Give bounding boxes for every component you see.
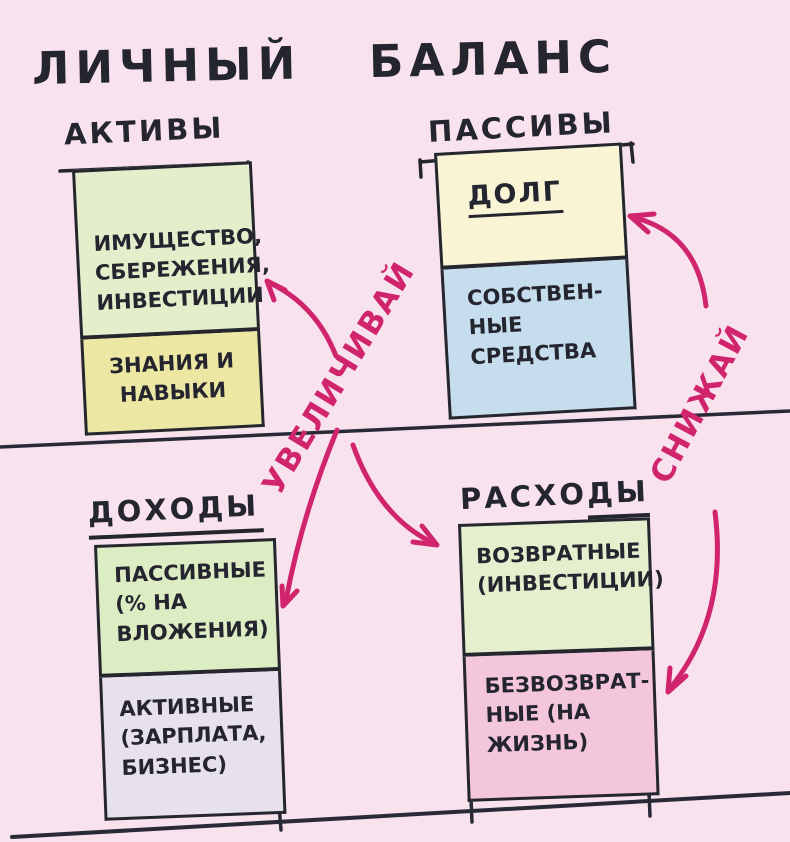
- liabilities-box-debt: ДОЛГ: [434, 142, 629, 270]
- assets-column: ИМУЩЕСТВО, СБЕРЕЖЕНИЯ, ИНВЕСТИЦИИ ЗНАНИЯ…: [72, 161, 270, 436]
- assets-box-property-savings-investments: ИМУЩЕСТВО, СБЕРЕЖЕНИЯ, ИНВЕСТИЦИИ: [72, 161, 270, 340]
- expenses-header-underlined: ДЫ: [586, 473, 650, 520]
- expenses-column: ВОЗВРАТНЫЕ (ИНВЕСТИЦИИ) БЕЗВОЗВРАТ- НЫЕ …: [458, 517, 664, 802]
- decrease-arrow-to-nonreturnable-expenses: [665, 509, 720, 695]
- expenses-box-returnable: ВОЗВРАТНЫЕ (ИНВЕСТИЦИИ): [458, 517, 664, 657]
- middle-divider-line: [0, 409, 790, 449]
- income-column: ПАССИВНЫЕ (% НА ВЛОЖЕНИЯ) АКТИВНЫЕ (ЗАРП…: [94, 538, 287, 821]
- liabilities-box-own-funds: СОБСТВЕН- НЫЕ СРЕДСТВА: [440, 259, 637, 420]
- bottom-ground-line: [10, 791, 790, 839]
- expenses-box-nonreturnable: БЕЗВОЗВРАТ- НЫЕ (НА ЖИЗНЬ): [462, 650, 660, 802]
- increase-arrow-to-returnable-expenses: [350, 442, 440, 548]
- increase-arrow-to-passive-income: [279, 427, 340, 609]
- expenses-header-main: РАСХО: [459, 476, 588, 517]
- increase-arrow-to-assets: [264, 278, 339, 359]
- liabilities-header-line-right-tick: [629, 141, 635, 164]
- liabilities-column: ДОЛГ СОБСТВЕН- НЫЕ СРЕДСТВА: [434, 142, 637, 420]
- assets-header: АКТИВЫ: [63, 110, 226, 152]
- debt-label: ДОЛГ: [466, 175, 564, 219]
- expenses-header: РАСХОДЫ: [459, 473, 650, 520]
- liabilities-header-line-left-tick: [418, 158, 423, 179]
- decrease-arrow-to-debt: [627, 211, 709, 309]
- income-box-active: АКТИВНЫЕ (ЗАРПЛАТА, БИЗНЕС): [99, 670, 287, 821]
- income-header: ДОХОДЫ: [87, 488, 265, 540]
- income-box-passive: ПАССИВНЫЕ (% НА ВЛОЖЕНИЯ): [94, 538, 281, 678]
- assets-box-knowledge-skills: ЗНАНИЯ И НАВЫКИ: [80, 331, 265, 436]
